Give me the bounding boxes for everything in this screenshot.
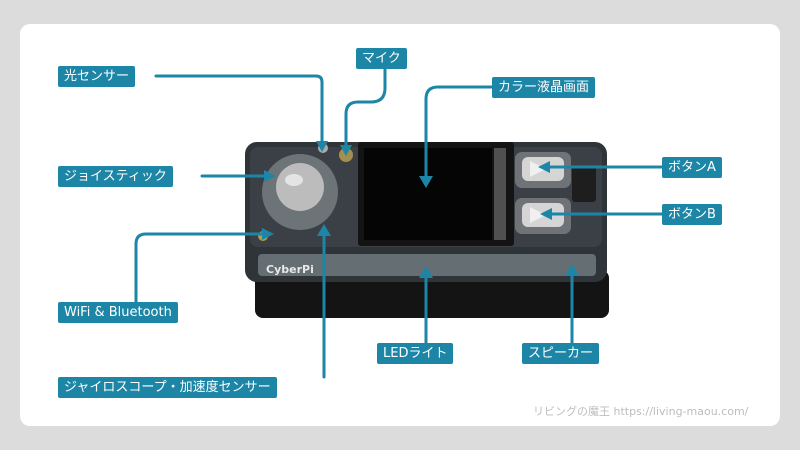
display-line — [424, 85, 496, 180]
light-sensor-arrow — [316, 141, 328, 152]
led-strip — [258, 254, 596, 276]
button-b-arrow — [530, 207, 546, 223]
label-light-sensor: 光センサー — [58, 66, 136, 87]
wifi-bt-arrow — [262, 228, 274, 240]
joystick-highlight — [285, 174, 303, 186]
label-led: LEDライト — [377, 343, 454, 364]
gyro-arrow — [317, 224, 331, 236]
side-connector — [572, 166, 596, 202]
label-display: カラー液晶画面 — [492, 77, 596, 98]
joystick-arrow — [264, 170, 276, 182]
button-a-arrow — [530, 161, 546, 177]
label-button-b: ボタンB — [662, 204, 722, 225]
label-joystick: ジョイスティック — [58, 166, 173, 187]
led-arrow — [419, 266, 433, 278]
light-sensor-line — [154, 74, 324, 144]
mic-line — [344, 66, 387, 148]
wifi-bt-line — [134, 232, 266, 304]
screen-edge — [494, 148, 506, 240]
button-b-arrow-head — [540, 208, 552, 220]
label-gyro: ジャイロスコープ・加速度センサー — [58, 377, 277, 398]
speaker-arrow — [565, 264, 579, 276]
screen-panel — [364, 148, 492, 240]
mic-arrow — [340, 145, 352, 156]
device-logo: CyberPi — [266, 263, 314, 276]
label-wifi-bluetooth: WiFi & Bluetooth — [58, 302, 178, 323]
credit-text: リビングの魔王 https://living-maou.com/ — [533, 405, 749, 418]
label-button-a: ボタンA — [662, 157, 722, 178]
button-a-arrow-head — [538, 161, 550, 173]
label-mic: マイク — [356, 48, 407, 69]
joystick-cap — [276, 163, 324, 211]
display-arrow — [419, 176, 433, 188]
label-speaker: スピーカー — [522, 343, 600, 364]
